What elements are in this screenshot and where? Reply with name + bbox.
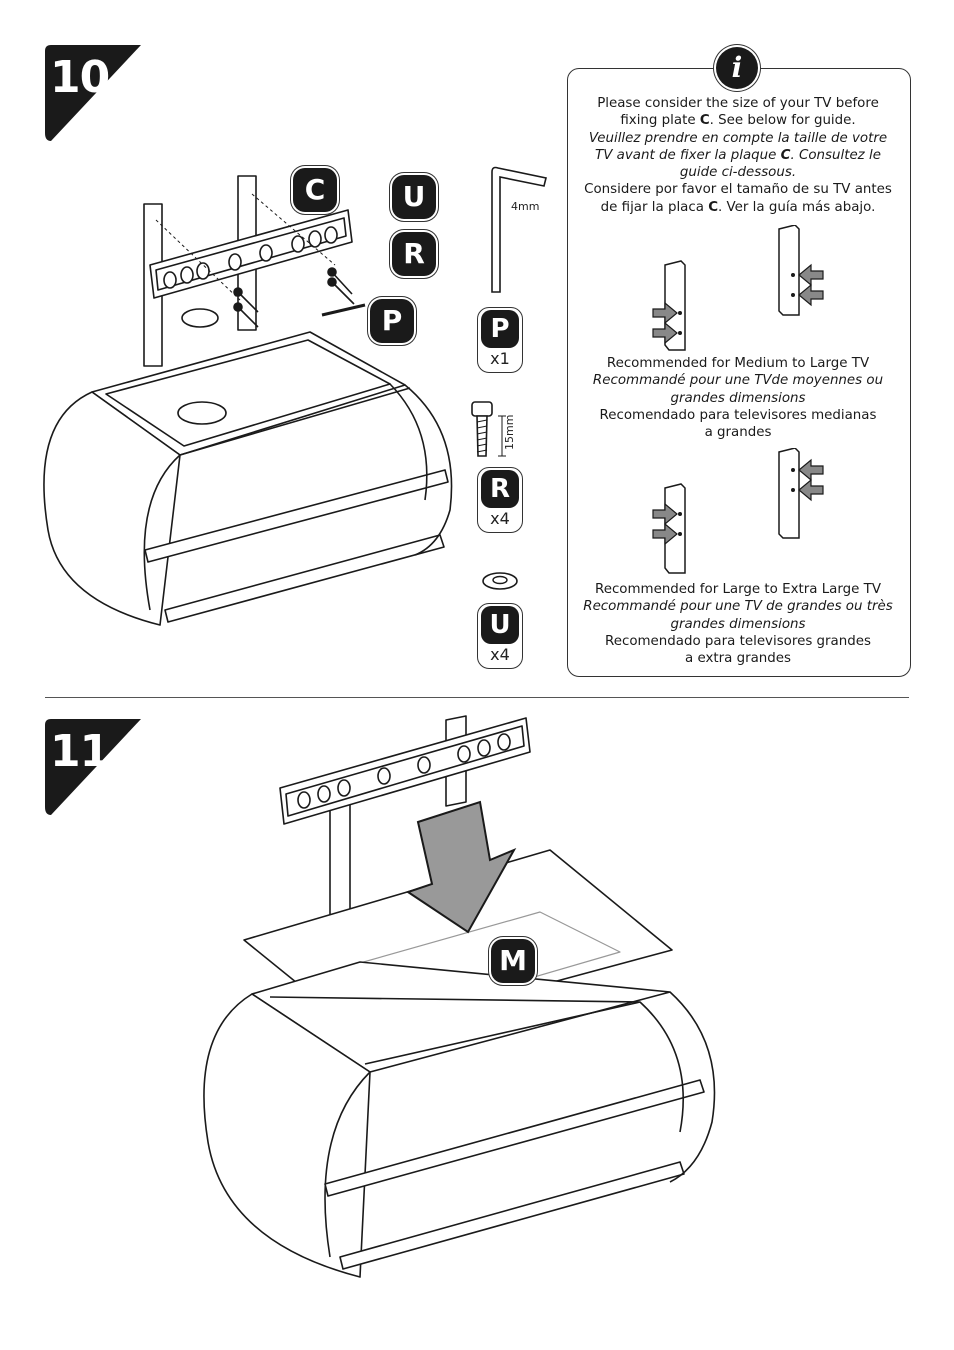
- intro-fr-line-1: Veuillez prendre en compte la taille de …: [588, 130, 888, 146]
- info-large-caption: Recommended for Large to Extra Large TV …: [572, 581, 904, 667]
- medium-es-line-2: a grandes: [704, 425, 772, 441]
- medium-tv-bracket-diagram: [652, 225, 824, 351]
- bolt-icon: [471, 401, 506, 457]
- step-11-badge: [45, 719, 141, 815]
- intro-en-line-2: fixing plate C. See below for guide.: [620, 113, 856, 129]
- part-card-u: U x4: [477, 603, 523, 669]
- intro-en-line-1: Please consider the size of your TV befo…: [597, 96, 879, 111]
- large-es-line-1: Recomendado para televisores grandes: [605, 633, 871, 649]
- part-card-p: P x1: [477, 307, 523, 373]
- intro-es-line-2: de fijar la placa C. Ver la guía más aba…: [600, 199, 876, 215]
- medium-fr-line-1: Recommandé pour une TVde moyennes ou: [592, 373, 884, 389]
- part-u-letter: U: [481, 606, 519, 644]
- intro-es-line-1: Considere por favor el tamaño de su TV a…: [584, 182, 892, 198]
- bolt-length: 15mm: [503, 414, 516, 450]
- washer-icon: [482, 572, 518, 590]
- step-10-illustration: [43, 175, 453, 626]
- large-fr-line-1: Recommandé pour une TV de grandes ou trè…: [583, 599, 893, 615]
- part-r-letter: R: [481, 470, 519, 508]
- info-intro: Please consider the size of your TV befo…: [572, 95, 904, 216]
- medium-en: Recommended for Medium to Large TV: [606, 356, 870, 371]
- part-card-r: R x4: [477, 467, 523, 533]
- step-10-badge: [45, 45, 141, 141]
- large-tv-bracket-diagram: [652, 448, 824, 574]
- intro-fr-line-3: guide ci-dessous.: [679, 165, 797, 181]
- part-p-qty: x1: [490, 349, 510, 368]
- large-fr-line-2: grandes dimensions: [670, 616, 806, 632]
- info-box: [567, 68, 911, 677]
- step-11-illustration: [203, 715, 716, 1278]
- callout-c: C: [293, 168, 337, 212]
- large-en: Recommended for Large to Extra Large TV: [595, 582, 881, 597]
- callout-m: M: [491, 939, 535, 983]
- large-es-line-2: a extra grandes: [684, 651, 792, 667]
- hex-key-size: 4mm: [511, 200, 540, 213]
- medium-es-line-1: Recomendado para televisores medianas: [599, 407, 877, 423]
- callout-r: R: [392, 232, 436, 276]
- callout-p: P: [370, 299, 414, 343]
- step-10-number: 10: [50, 52, 110, 103]
- info-medium-caption: Recommended for Medium to Large TV Recom…: [572, 355, 904, 441]
- section-divider: [45, 697, 909, 698]
- part-u-qty: x4: [490, 645, 510, 664]
- part-p-letter: P: [481, 310, 519, 348]
- info-icon: i: [716, 47, 758, 89]
- part-r-qty: x4: [490, 509, 510, 528]
- step-11-number: 11: [50, 726, 110, 777]
- callout-u: U: [392, 175, 436, 219]
- medium-fr-line-2: grandes dimensions: [670, 390, 806, 406]
- hex-key-icon: [491, 166, 547, 293]
- intro-fr-line-2: TV avant de fixer la plaque C. Consultez…: [595, 147, 881, 163]
